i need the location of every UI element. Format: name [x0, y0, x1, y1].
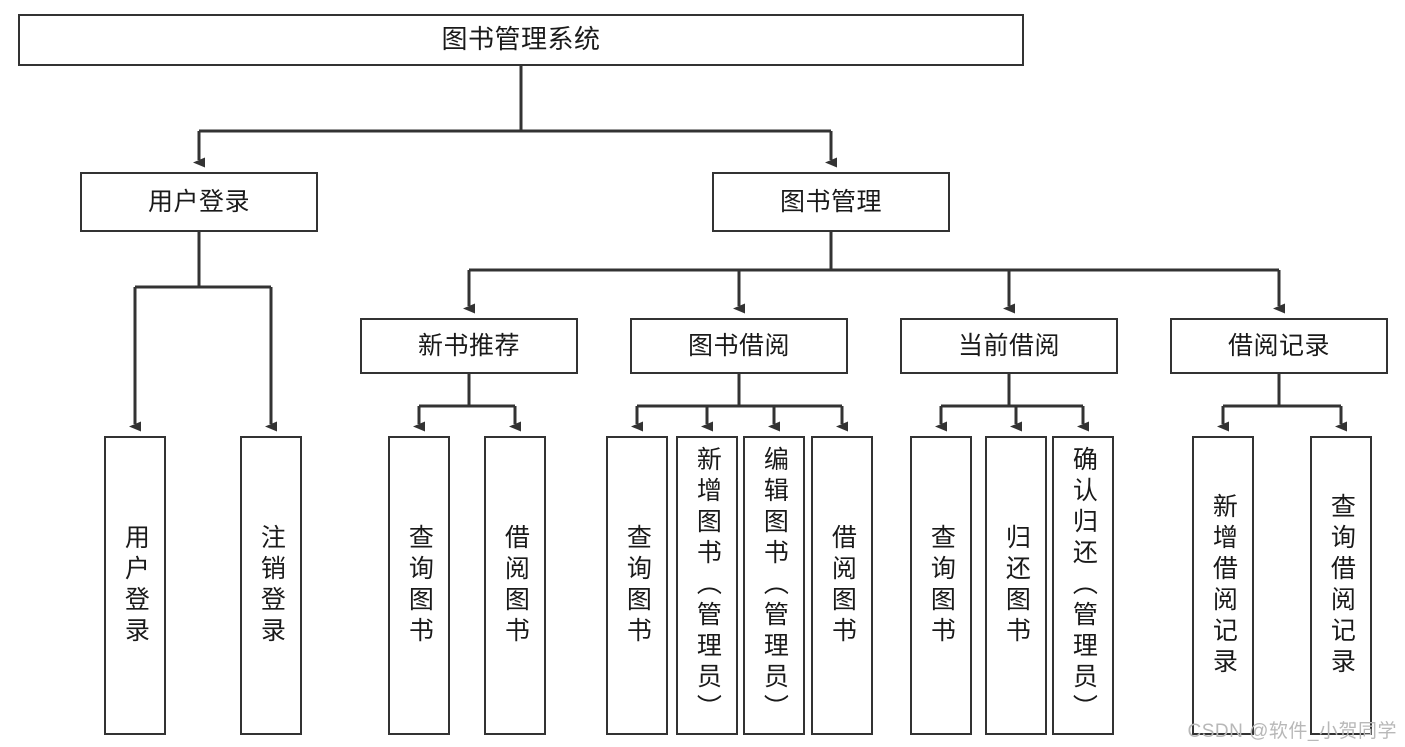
node-leaf-query-book-2-label: 查询图书 — [623, 523, 652, 648]
node-leaf-borrow-book-1[interactable]: 借阅图书 — [484, 436, 546, 735]
node-user-login[interactable]: 用户登录 — [80, 172, 318, 232]
node-leaf-logout[interactable]: 注销登录 — [240, 436, 302, 735]
node-leaf-user-login-label: 用户登录 — [121, 523, 150, 648]
node-leaf-edit-book[interactable]: 编辑图书（管理员） — [743, 436, 805, 735]
node-book-manage-label: 图书管理 — [779, 188, 882, 216]
node-leaf-add-book-label: 新增图书（管理员） — [693, 446, 722, 725]
node-leaf-logout-label: 注销登录 — [257, 523, 286, 648]
node-book-borrow[interactable]: 图书借阅 — [630, 318, 848, 374]
node-leaf-query-record[interactable]: 查询借阅记录 — [1310, 436, 1372, 735]
node-leaf-borrow-book-2-label: 借阅图书 — [828, 523, 857, 648]
node-leaf-borrow-book-2[interactable]: 借阅图书 — [811, 436, 873, 735]
node-root[interactable]: 图书管理系统 — [18, 14, 1024, 66]
node-leaf-return-book-label: 归还图书 — [1002, 523, 1031, 648]
node-leaf-confirm-return[interactable]: 确认归还（管理员） — [1052, 436, 1114, 735]
node-leaf-borrow-book-1-label: 借阅图书 — [501, 523, 530, 648]
node-user-login-label: 用户登录 — [147, 188, 250, 216]
node-current-borrow[interactable]: 当前借阅 — [900, 318, 1118, 374]
node-leaf-add-book[interactable]: 新增图书（管理员） — [676, 436, 738, 735]
node-leaf-user-login[interactable]: 用户登录 — [104, 436, 166, 735]
node-current-borrow-label: 当前借阅 — [957, 332, 1060, 360]
node-leaf-confirm-return-label: 确认归还（管理员） — [1069, 446, 1098, 725]
node-borrow-record[interactable]: 借阅记录 — [1170, 318, 1388, 374]
node-leaf-add-record-label: 新增借阅记录 — [1209, 492, 1238, 679]
node-leaf-query-book-3-label: 查询图书 — [927, 523, 956, 648]
watermark: CSDN @软件_小贺同学 — [1187, 721, 1397, 742]
node-leaf-return-book[interactable]: 归还图书 — [985, 436, 1047, 735]
node-leaf-edit-book-label: 编辑图书（管理员） — [760, 446, 789, 725]
node-leaf-add-record[interactable]: 新增借阅记录 — [1192, 436, 1254, 735]
node-new-book-recommend[interactable]: 新书推荐 — [360, 318, 578, 374]
node-book-manage[interactable]: 图书管理 — [712, 172, 950, 232]
node-borrow-record-label: 借阅记录 — [1227, 332, 1330, 360]
node-leaf-query-book-1[interactable]: 查询图书 — [388, 436, 450, 735]
node-leaf-query-book-2[interactable]: 查询图书 — [606, 436, 668, 735]
node-leaf-query-book-1-label: 查询图书 — [405, 523, 434, 648]
node-leaf-query-book-3[interactable]: 查询图书 — [910, 436, 972, 735]
node-new-book-recommend-label: 新书推荐 — [417, 332, 520, 360]
node-book-borrow-label: 图书借阅 — [687, 332, 790, 360]
node-root-label: 图书管理系统 — [441, 24, 601, 55]
node-leaf-query-record-label: 查询借阅记录 — [1327, 492, 1356, 679]
